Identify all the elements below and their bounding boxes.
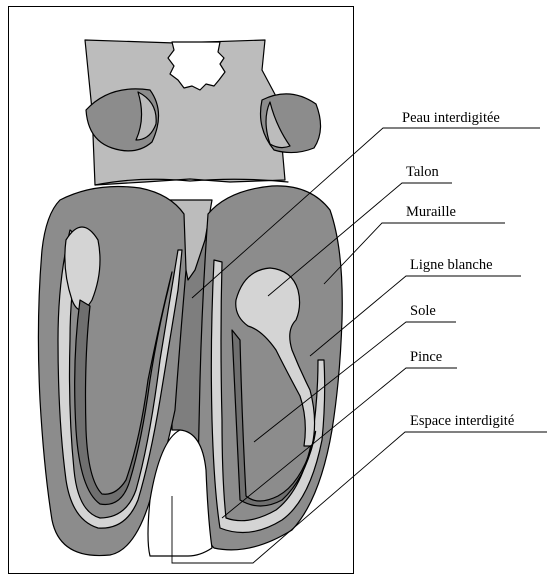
label-talon: Talon — [406, 164, 439, 180]
dewclaw-right — [261, 94, 321, 153]
label-sole: Sole — [410, 303, 436, 319]
label-pince: Pince — [410, 349, 442, 365]
label-espace-interdigite: Espace interdigité — [410, 413, 514, 429]
label-peau-interdigitee: Peau interdigitée — [402, 110, 500, 126]
label-muraille: Muraille — [406, 204, 456, 220]
label-ligne-blanche: Ligne blanche — [410, 257, 493, 273]
